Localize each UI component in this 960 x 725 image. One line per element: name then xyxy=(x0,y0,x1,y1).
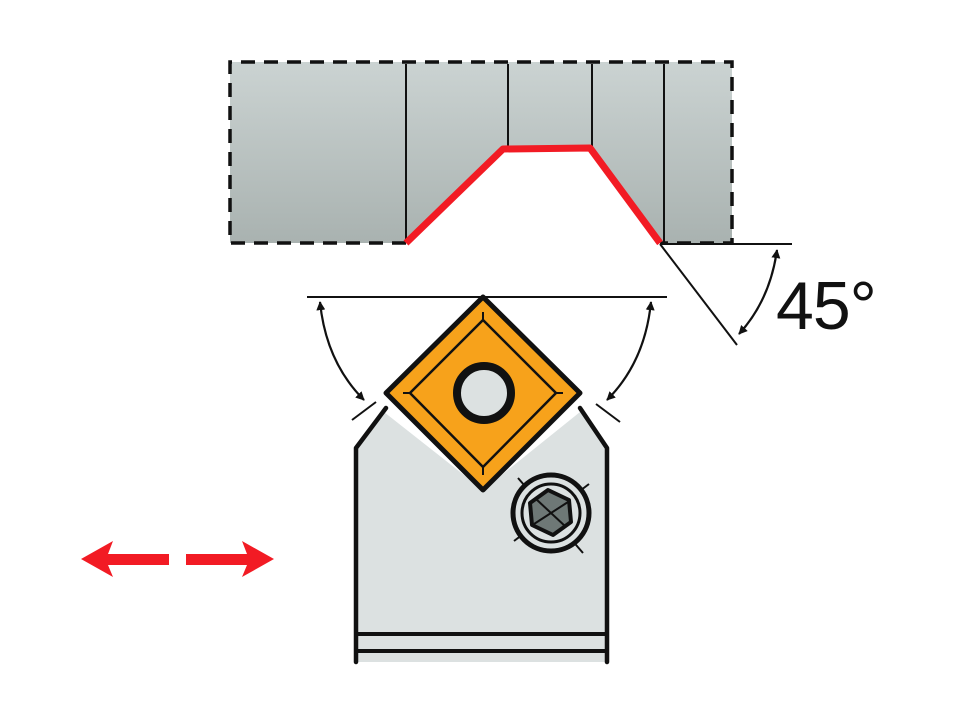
right-angle-dimension xyxy=(595,301,655,423)
cutting-insert xyxy=(383,294,583,493)
insert-hole xyxy=(453,362,515,424)
hex-cross xyxy=(533,501,569,525)
feed-direction-arrows xyxy=(81,541,274,577)
angle-arc xyxy=(738,249,781,335)
workpiece xyxy=(228,60,734,246)
right-extension-tick xyxy=(595,403,621,423)
workpiece-dashed-outline xyxy=(228,60,734,245)
holder-outline xyxy=(353,405,610,665)
angle-dimension-45 xyxy=(659,243,792,346)
left-angle-arc xyxy=(316,301,365,401)
right-angle-arc xyxy=(606,301,655,401)
machined-profile xyxy=(403,144,663,246)
left-angle-dimension xyxy=(316,301,377,421)
arrow-left-icon xyxy=(81,541,169,577)
arrow-right-icon xyxy=(186,541,274,577)
left-extension-tick xyxy=(351,401,377,421)
angle-label: 45° xyxy=(776,268,877,344)
workpiece-body xyxy=(230,62,732,243)
angle-extension-line xyxy=(659,243,738,346)
clamp-screw xyxy=(510,472,592,554)
